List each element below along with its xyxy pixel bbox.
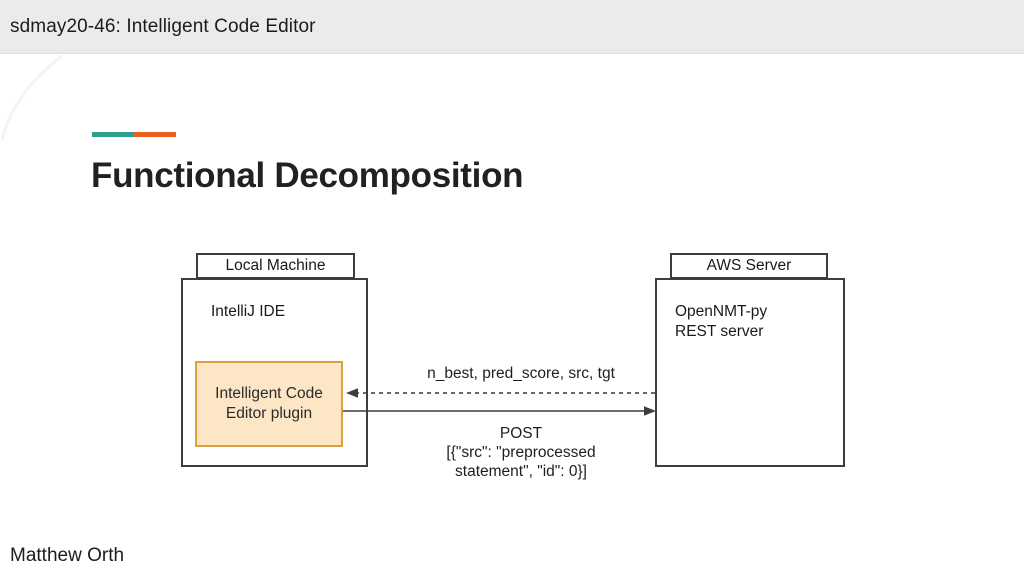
opennmt-line1: OpenNMT-py bbox=[675, 303, 768, 320]
plugin-label-line2: Editor plugin bbox=[225, 405, 313, 422]
plugin-label-line1: Intelligent Code bbox=[215, 385, 323, 402]
opennmt-line2: REST server bbox=[675, 323, 764, 340]
page-title: Functional Decomposition bbox=[91, 156, 524, 195]
footer-author: Matthew Orth bbox=[10, 545, 125, 566]
header-title: sdmay20-46: Intelligent Code Editor bbox=[10, 15, 316, 37]
aws-server-label: AWS Server bbox=[706, 257, 792, 274]
request-arrow-label: POST [{"src": "preprocessed statement", … bbox=[400, 424, 642, 481]
response-arrow bbox=[346, 388, 655, 398]
local-machine-label: Local Machine bbox=[225, 257, 326, 274]
request-label-line2: [{"src": "preprocessed bbox=[446, 444, 596, 461]
local-machine-label-box: Local Machine bbox=[196, 253, 355, 279]
accent-bar bbox=[92, 132, 176, 137]
response-arrow-label: n_best, pred_score, src, tgt bbox=[427, 365, 615, 382]
plugin-box: Intelligent Code Editor plugin bbox=[195, 361, 343, 447]
header-bar: sdmay20-46: Intelligent Code Editor bbox=[0, 0, 1024, 54]
aws-server-label-box: AWS Server bbox=[670, 253, 828, 279]
decorative-arc bbox=[0, 54, 63, 141]
request-label-line3: statement", "id": 0}] bbox=[455, 463, 587, 480]
request-arrow bbox=[343, 406, 656, 416]
request-label-line1: POST bbox=[499, 425, 543, 442]
intellij-ide-label: IntelliJ IDE bbox=[211, 303, 286, 320]
opennmt-label: OpenNMT-py REST server bbox=[675, 302, 767, 342]
aws-server-box bbox=[655, 278, 845, 467]
accent-teal-segment bbox=[92, 132, 134, 137]
accent-orange-segment bbox=[134, 132, 176, 137]
